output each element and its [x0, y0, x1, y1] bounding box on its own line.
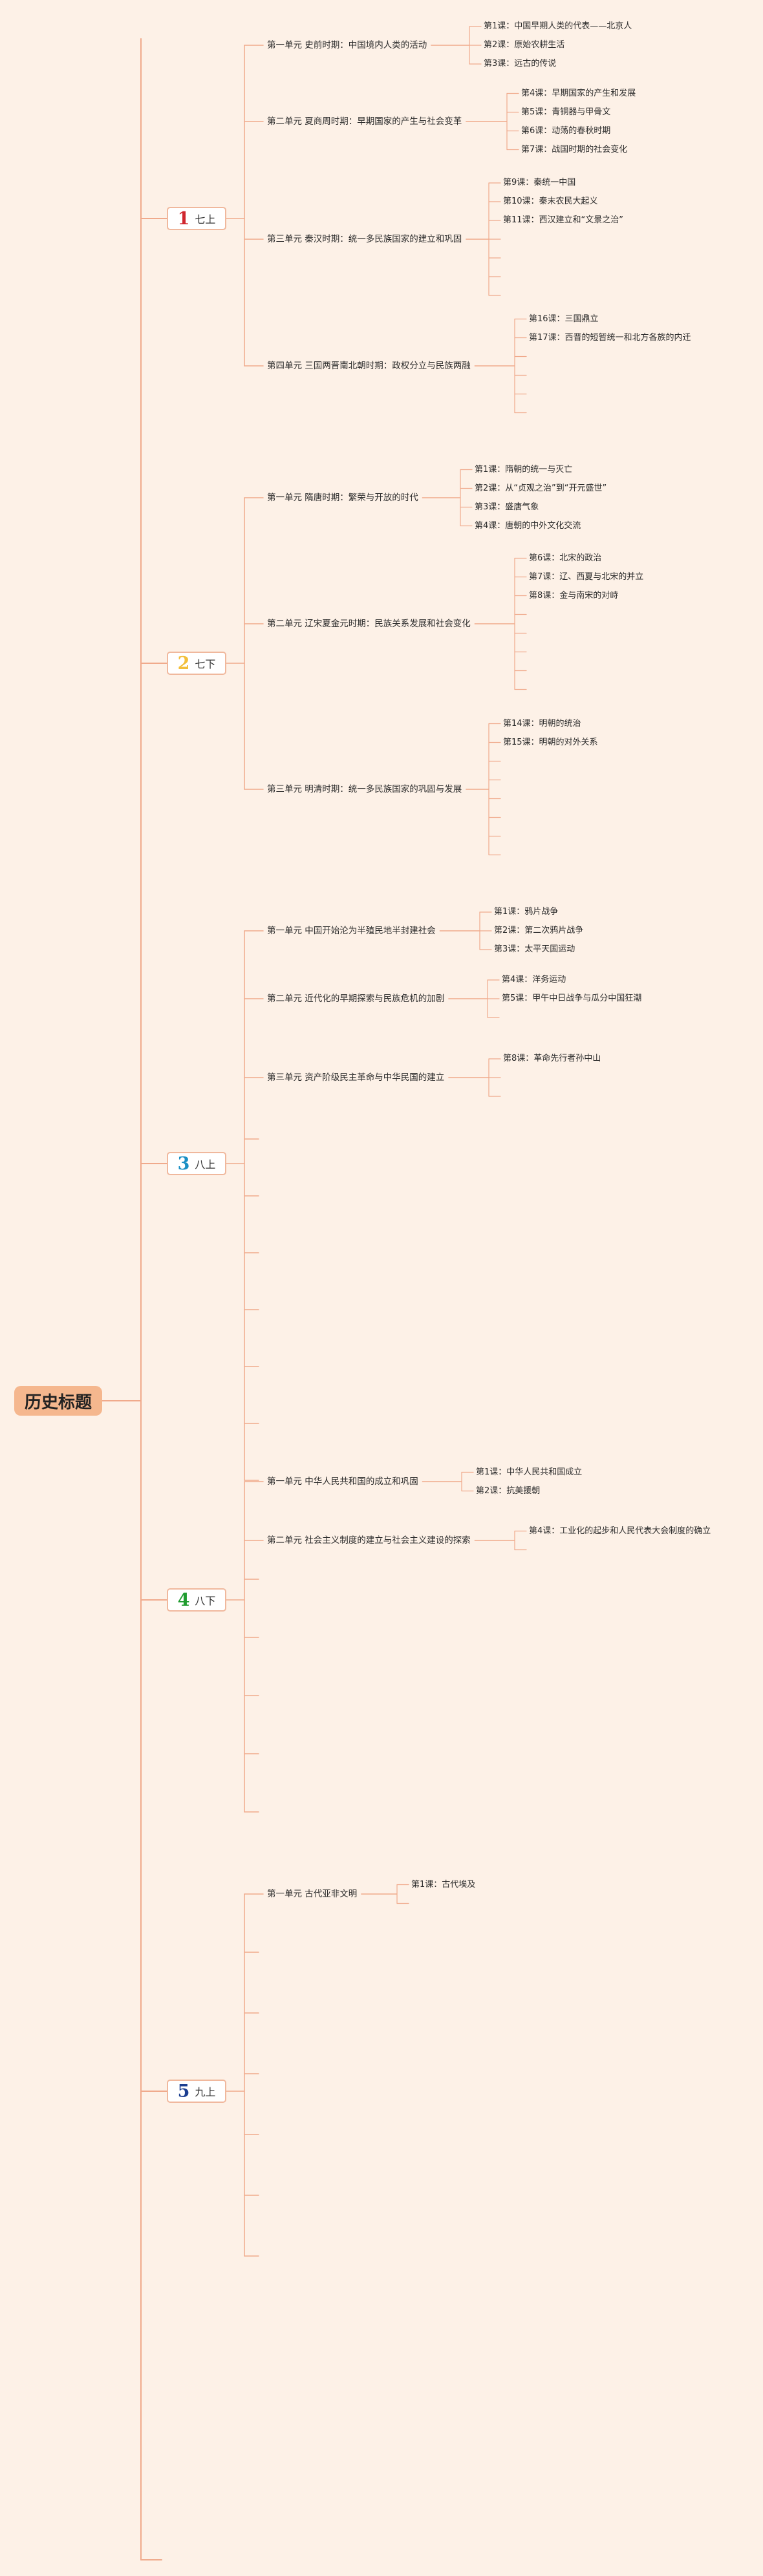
lesson-node[interactable]: 第14课：明朝的统治	[503, 718, 581, 729]
lesson-node[interactable]: 第3课：盛唐气象	[475, 502, 539, 512]
grade-node-九上[interactable]: 5 九上	[167, 2080, 226, 2103]
lesson-node[interactable]: 第1课：古代埃及	[411, 1879, 476, 1889]
unit-node[interactable]: 第一单元 隋唐时期：繁荣与开放的时代	[267, 493, 418, 503]
unit-node[interactable]: 第一单元 中华人民共和国的成立和巩固	[267, 1476, 418, 1487]
grade-label: 七上	[195, 213, 216, 226]
grade-node-七下[interactable]: 2 七下	[167, 652, 226, 675]
lesson-node[interactable]: 第1课：中华人民共和国成立	[476, 1467, 583, 1477]
lesson-node[interactable]: 第2课：抗美援朝	[476, 1485, 541, 1496]
unit-node[interactable]: 第二单元 社会主义制度的建立与社会主义建设的探索	[267, 1535, 471, 1546]
lesson-node[interactable]: 第9课：秦统一中国	[503, 178, 576, 187]
unit-node[interactable]: 第二单元 夏商周时期：早期国家的产生与社会变革	[267, 116, 462, 127]
grade-label: 八下	[195, 1595, 216, 1607]
lesson-node[interactable]: 第2课：第二次鸦片战争	[494, 926, 584, 935]
lesson-node[interactable]: 第15课：明朝的对外关系	[503, 737, 598, 747]
lesson-node[interactable]: 第6课：北宋的政治	[529, 553, 602, 563]
lesson-node[interactable]: 第8课：革命先行者孙中山	[503, 1054, 601, 1063]
grade-label: 七下	[195, 658, 216, 670]
lesson-node[interactable]: 第1课：鸦片战争	[494, 907, 559, 917]
lesson-node[interactable]: 第10课：秦末农民大起义	[503, 197, 598, 206]
grade-node-八上[interactable]: 3 八上	[167, 1152, 226, 1175]
grade-node-八下[interactable]: 4 八下	[167, 1588, 226, 1612]
grade-number: 1	[177, 208, 190, 229]
lesson-node[interactable]: 第7课：战国时期的社会变化	[521, 144, 628, 154]
lesson-node[interactable]: 第5课：甲午中日战争与瓜分中国狂潮	[502, 994, 642, 1003]
grade-label: 九上	[195, 2086, 216, 2098]
unit-node[interactable]: 第一单元 古代亚非文明	[267, 1889, 358, 1899]
lesson-node[interactable]: 第17课：西晋的短暂统一和北方各族的内迁	[529, 332, 691, 343]
grade-number: 4	[177, 1590, 190, 1610]
unit-node[interactable]: 第二单元 辽宋夏金元时期：民族关系发展和社会变化	[267, 619, 471, 629]
unit-node[interactable]: 第四单元 三国两晋南北朝时期：政权分立与民族两融	[267, 361, 471, 371]
grade-label: 八上	[195, 1158, 216, 1171]
grade-number: 2	[177, 653, 190, 674]
unit-node[interactable]: 第二单元 近代化的早期探索与民族危机的加剧	[267, 994, 445, 1004]
lesson-node[interactable]: 第4课：早期国家的产生和发展	[521, 88, 636, 98]
lesson-node[interactable]: 第7课：辽、西夏与北宋的并立	[529, 571, 644, 582]
unit-node[interactable]: 第一单元 史前时期：中国境内人类的活动	[267, 40, 427, 50]
unit-node[interactable]: 第一单元 中国开始沦为半殖民地半封建社会	[267, 926, 436, 936]
lesson-node[interactable]: 第2课：原始农耕生活	[484, 40, 565, 50]
root-topic[interactable]: 历史标题	[14, 1386, 102, 1416]
grade-number: 5	[177, 2081, 190, 2102]
lesson-node[interactable]: 第1课：中国早期人类的代表——北京人	[484, 21, 632, 31]
lesson-node[interactable]: 第1课：隋朝的统一与灭亡	[475, 464, 573, 474]
lesson-node[interactable]: 第8课：金与南宋的对峙	[529, 590, 619, 601]
lesson-node[interactable]: 第4课：洋务运动	[502, 975, 566, 985]
lesson-node[interactable]: 第16课：三国鼎立	[529, 314, 599, 324]
unit-node[interactable]: 第三单元 秦汉时期：统一多民族国家的建立和巩固	[267, 234, 462, 244]
lesson-node[interactable]: 第2课：从“贞观之治”到“开元盛世”	[475, 483, 607, 493]
lesson-node[interactable]: 第6课：动荡的春秋时期	[521, 125, 611, 136]
lesson-node[interactable]: 第3课：太平天国运动	[494, 944, 575, 954]
grade-number: 3	[177, 1153, 190, 1174]
lesson-node[interactable]: 第11课：西汉建立和“文景之治”	[503, 215, 624, 225]
lesson-node[interactable]: 第4课：工业化的起步和人民代表大会制度的确立	[529, 1526, 711, 1536]
lesson-node[interactable]: 第5课：青铜器与甲骨文	[521, 107, 611, 117]
unit-node[interactable]: 第三单元 资产阶级民主革命与中华民国的建立	[267, 1072, 445, 1083]
unit-node[interactable]: 第三单元 明清时期：统一多民族国家的巩固与发展	[267, 784, 462, 794]
grade-node-七上[interactable]: 1 七上	[167, 207, 226, 230]
lesson-node[interactable]: 第4课：唐朝的中外文化交流	[475, 520, 581, 531]
lesson-node[interactable]: 第3课：远古的传说	[484, 59, 557, 69]
